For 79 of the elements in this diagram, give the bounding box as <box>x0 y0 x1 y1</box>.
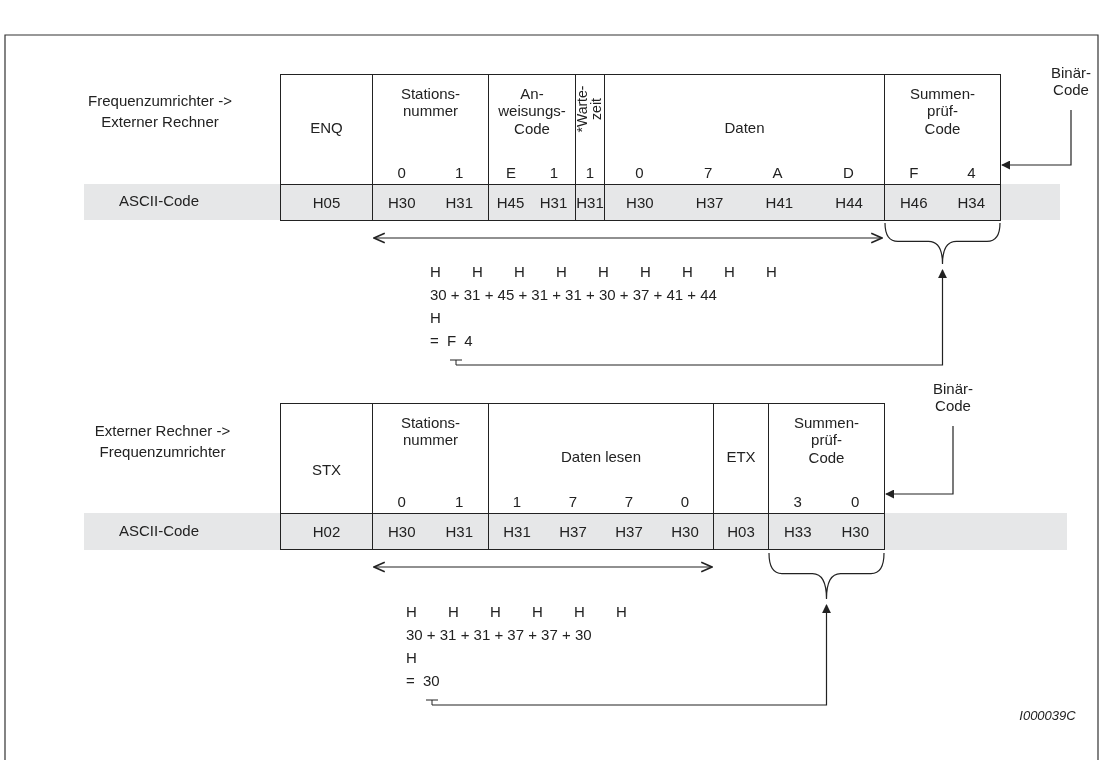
arrow <box>373 232 883 244</box>
field-name: Daten lesen <box>560 447 642 466</box>
direction-label: Frequenzumrichter -> Externer Rechner <box>87 91 233 132</box>
field-name: Summen- prüf- Code <box>910 85 975 137</box>
hex-value: H05 <box>312 194 341 211</box>
checksum-formula-line: = F 4 <box>430 331 473 351</box>
hex-value: H37 <box>615 523 643 540</box>
checksum-formula-line: = 30 <box>406 671 440 691</box>
field-name: ETX <box>726 447 756 466</box>
hex-value: H31 <box>445 523 473 540</box>
character-value: 0 <box>851 493 860 510</box>
character-value: 3 <box>793 493 802 510</box>
checksum-formula-line: H H H H H H H H H <box>430 262 777 282</box>
character-value: 1 <box>455 164 464 181</box>
character-value: F <box>909 164 919 181</box>
character-value: 1 <box>455 493 464 510</box>
checksum-formula-line: 30 + 31 + 45 + 31 + 31 + 30 + 37 + 41 + 44 <box>430 285 717 305</box>
curly-brace <box>884 222 1001 265</box>
hex-value: H31 <box>539 194 568 211</box>
character-value: 0 <box>680 493 690 510</box>
character-value: A <box>772 164 783 181</box>
hex-value: H02 <box>312 523 341 540</box>
hex-value: H30 <box>388 194 416 211</box>
field-name: An- weisungs- Code <box>498 85 566 137</box>
hex-value: H45 <box>496 194 525 211</box>
hex-value: H30 <box>626 194 654 211</box>
arrow <box>885 425 954 499</box>
checksum-formula-line: H <box>406 648 417 668</box>
hex-value: H37 <box>559 523 587 540</box>
character-value: D <box>842 164 854 181</box>
checksum-formula-line: H H H H H H <box>406 602 627 622</box>
hex-value: H31 <box>503 523 531 540</box>
hex-value: H46 <box>900 194 928 211</box>
arrow <box>455 269 947 366</box>
arrow <box>373 561 713 573</box>
binary-code-label: Binär- Code <box>933 380 973 417</box>
field-name: STX <box>311 460 342 479</box>
ascii-cell <box>884 184 1001 221</box>
character-value: 0 <box>397 493 406 510</box>
hex-value: H34 <box>957 194 985 211</box>
arrow <box>431 604 831 706</box>
hex-value: H31 <box>445 194 473 211</box>
character-value: 1 <box>512 493 522 510</box>
hex-value: H44 <box>835 194 863 211</box>
hex-value: H30 <box>388 523 416 540</box>
hex-value: H31 <box>576 194 604 211</box>
field-name: *Warte- zeit <box>575 84 603 135</box>
character-value: E <box>505 164 516 181</box>
checksum-formula-line: H <box>430 308 441 328</box>
curly-brace <box>768 552 885 600</box>
character-value: 0 <box>635 164 644 181</box>
field-name: Daten <box>724 118 765 137</box>
character-value: 1 <box>549 164 559 181</box>
figure-id: I000039C <box>1018 708 1077 724</box>
hex-value: H30 <box>841 523 869 540</box>
character-value: 0 <box>397 164 406 181</box>
hex-value: H37 <box>695 194 724 211</box>
row-label: ASCII-Code <box>117 521 200 541</box>
field-name: Summen- prüf- Code <box>794 414 859 466</box>
hex-value: H41 <box>765 194 794 211</box>
character-value: 7 <box>624 493 634 510</box>
direction-label: Externer Rechner -> Frequenzumrichter <box>93 421 232 462</box>
ascii-cell <box>280 184 373 221</box>
character-value: 7 <box>568 493 578 510</box>
arrow <box>1001 109 1072 170</box>
hex-value: H30 <box>671 523 699 540</box>
checksum-formula-line: 30 + 31 + 31 + 37 + 37 + 30 <box>406 625 592 645</box>
hex-value: H03 <box>727 523 755 540</box>
field-name: Stations- nummer <box>400 85 461 120</box>
field-name: ENQ <box>310 118 343 137</box>
field-name: Stations- nummer <box>400 414 461 449</box>
character-value: 4 <box>967 164 976 181</box>
row-label: ASCII-Code <box>117 191 200 211</box>
ascii-cell <box>280 513 373 550</box>
character-value: 7 <box>703 164 713 181</box>
binary-code-label: Binär- Code <box>1051 64 1091 101</box>
ascii-cell <box>768 513 885 550</box>
hex-value: H33 <box>784 523 812 540</box>
character-value: 1 <box>585 164 595 181</box>
